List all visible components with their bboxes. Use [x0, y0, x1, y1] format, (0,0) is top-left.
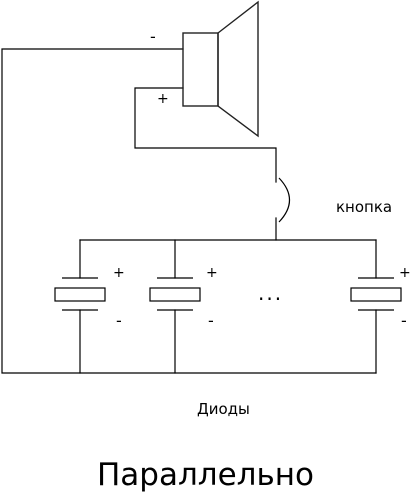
wire-negative-return: [1, 48, 377, 374]
capacitor-1: [54, 277, 106, 311]
diodes-label: Диоды: [197, 400, 250, 418]
wire-speaker-to-button: [134, 87, 277, 183]
capacitor-3: [350, 277, 402, 311]
cap2-plus-sign: +: [206, 265, 218, 281]
push-button-switch: [278, 177, 291, 223]
cap2-minus-sign: -: [208, 311, 214, 330]
speaker-icon: [182, 0, 259, 138]
page-title: Параллельно: [97, 457, 314, 493]
ellipsis: ...: [258, 281, 284, 305]
speaker-minus-sign: -: [150, 27, 156, 46]
speaker-plus-sign: +: [157, 91, 169, 107]
capacitor-2: [149, 277, 201, 311]
cap3-minus-sign: -: [401, 311, 407, 330]
cap3-plus-sign: +: [399, 265, 411, 281]
button-label: кнопка: [336, 198, 393, 216]
cap1-minus-sign: -: [116, 311, 122, 330]
cap1-plus-sign: +: [113, 265, 125, 281]
